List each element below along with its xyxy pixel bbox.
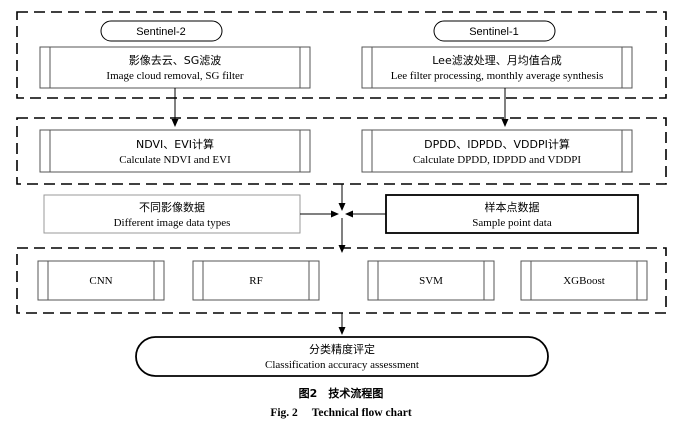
s1-preprocess-zh: Lee滤波处理、月均值合成 bbox=[432, 53, 561, 67]
model-rf-box: RF bbox=[192, 260, 320, 301]
sentinel2-label-box bbox=[100, 20, 223, 42]
s2-preprocess-zh: 影像去云、SG滤波 bbox=[129, 54, 222, 67]
accuracy-assessment-en: Classification accuracy assessment bbox=[265, 359, 419, 371]
sentinel1-label-box bbox=[433, 20, 556, 42]
ndvi-calc-en: Calculate NDVI and EVI bbox=[119, 154, 231, 166]
s2-preprocess-en: Image cloud removal, SG filter bbox=[106, 70, 243, 82]
image-data-types-zh: 不同影像数据 bbox=[139, 200, 205, 214]
dpdd-calc-en: Calculate DPDD, IDPDD and VDDPI bbox=[413, 154, 581, 166]
s2-preprocess-box: 影像去云、SG滤波 Image cloud removal, SG filter bbox=[39, 46, 311, 89]
dpdd-calc-zh: DPDD、IDPDD、VDDPI计算 bbox=[424, 137, 570, 151]
caption-en: Fig. 2 Technical flow chart bbox=[270, 407, 412, 419]
caption-en-number: Fig. 2 bbox=[270, 407, 298, 419]
image-data-types-box: 不同影像数据 Different image data types bbox=[43, 194, 301, 234]
model-cnn-box: CNN bbox=[37, 260, 165, 301]
sample-point-data-en: Sample point data bbox=[472, 217, 552, 229]
caption-en-title: Technical flow chart bbox=[312, 407, 412, 419]
ndvi-calc-zh: NDVI、EVI计算 bbox=[136, 137, 214, 151]
caption-zh: 图2 技术流程图 bbox=[299, 386, 384, 400]
accuracy-assessment-zh: 分类精度评定 bbox=[309, 342, 375, 356]
image-data-types-en: Different image data types bbox=[114, 217, 231, 229]
model-rf-label: RF bbox=[249, 275, 262, 287]
ndvi-calc-box: NDVI、EVI计算 Calculate NDVI and EVI bbox=[39, 129, 311, 173]
model-xgboost-box: XGBoost bbox=[520, 260, 648, 301]
s1-preprocess-box: Lee滤波处理、月均值合成 Lee filter processing, mon… bbox=[361, 46, 633, 89]
accuracy-assessment-box: 分类精度评定 Classification accuracy assessmen… bbox=[135, 336, 549, 377]
model-xgboost-label: XGBoost bbox=[563, 275, 605, 287]
s1-preprocess-en: Lee filter processing, monthly average s… bbox=[391, 70, 604, 82]
sample-point-data-box: 样本点数据 Sample point data bbox=[385, 194, 639, 234]
preprocessing-group-frame bbox=[16, 11, 667, 99]
sentinel1-label: Sentinel-1 bbox=[469, 26, 519, 38]
sentinel2-label: Sentinel-2 bbox=[136, 26, 186, 38]
model-cnn-label: CNN bbox=[89, 275, 112, 287]
model-svm-box: SVM bbox=[367, 260, 495, 301]
model-svm-label: SVM bbox=[419, 275, 443, 287]
sample-point-data-zh: 样本点数据 bbox=[485, 200, 540, 214]
dpdd-calc-box: DPDD、IDPDD、VDDPI计算 Calculate DPDD, IDPDD… bbox=[361, 129, 633, 173]
